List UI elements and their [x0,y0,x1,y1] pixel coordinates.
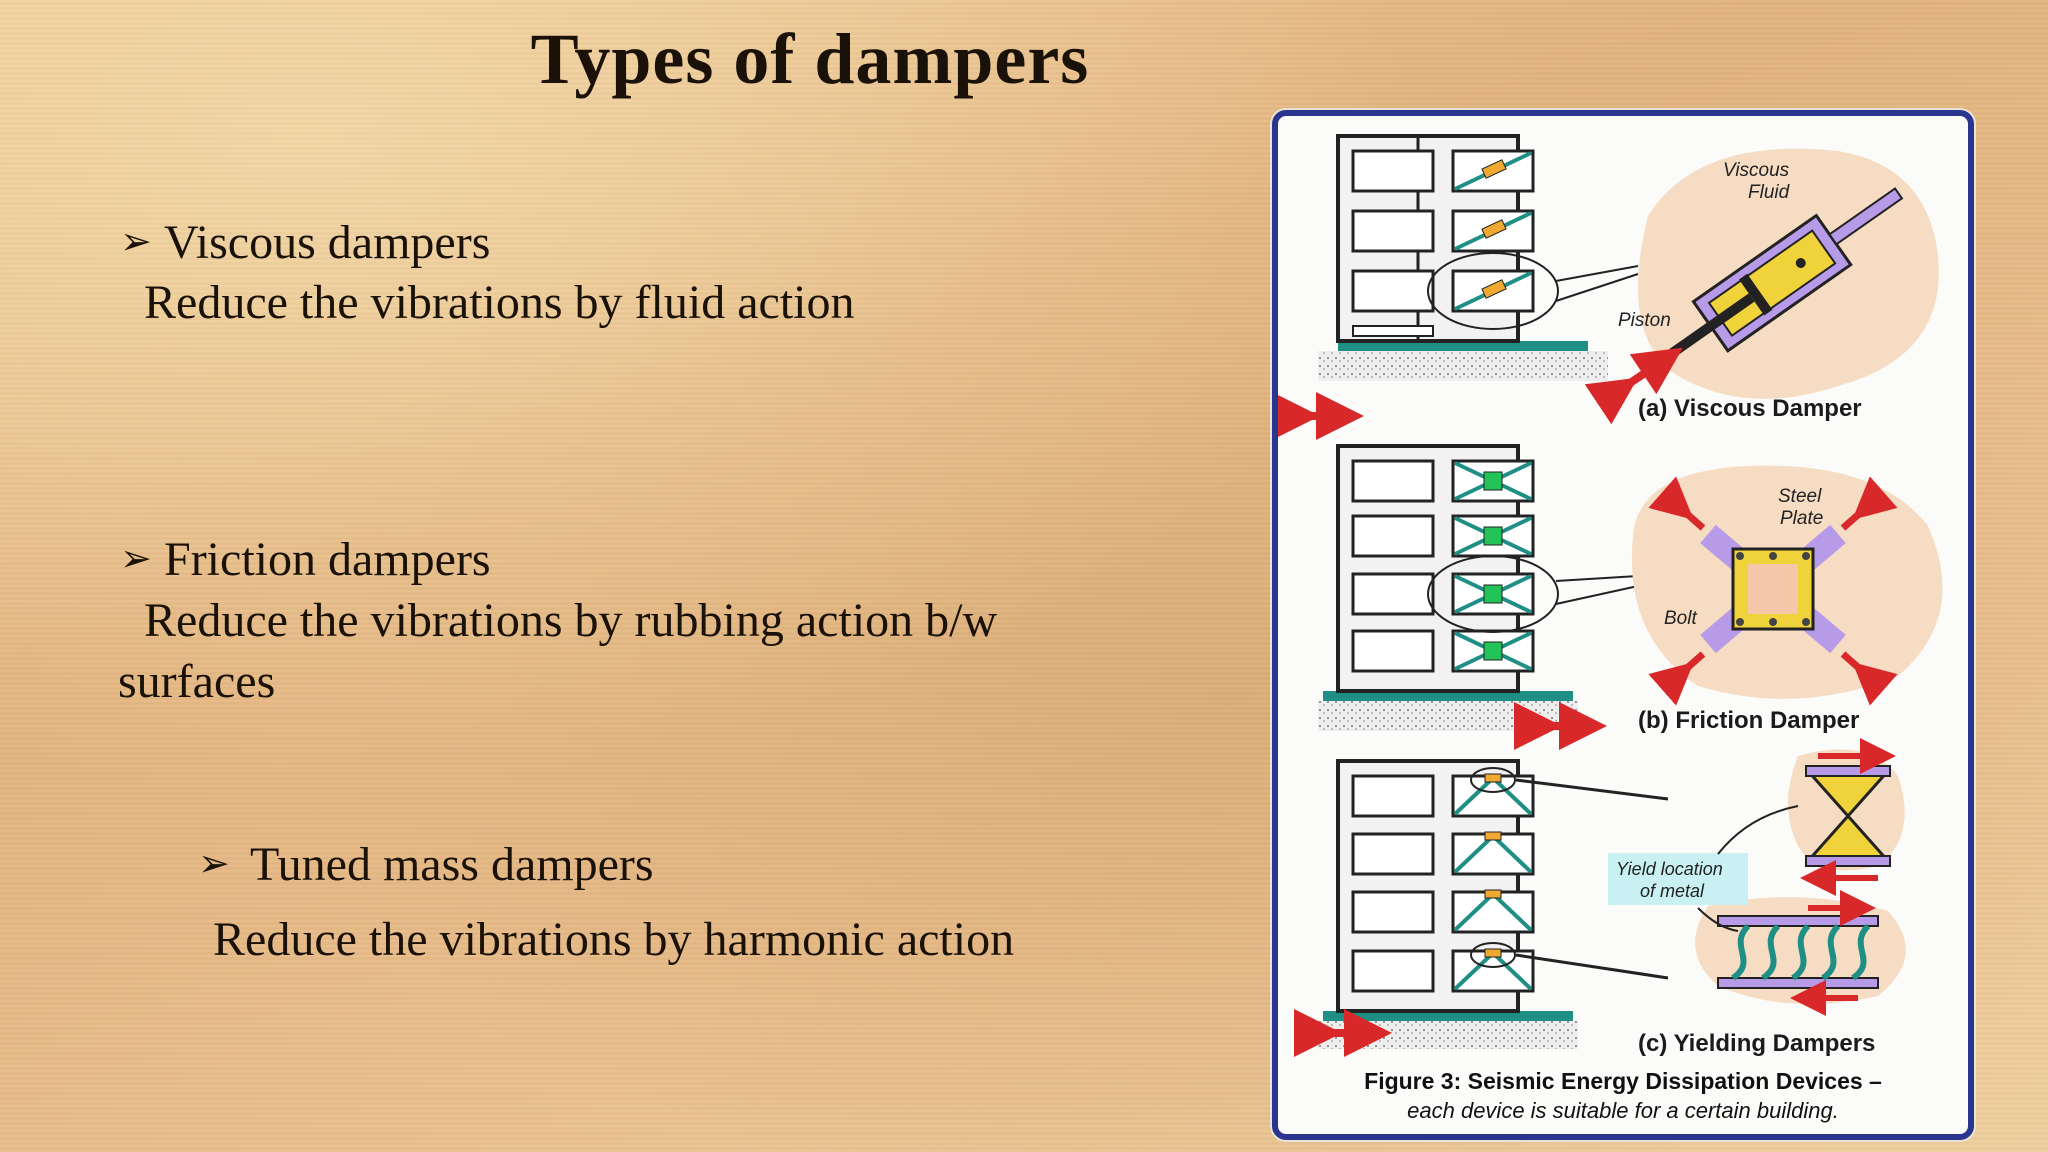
steel-plate-label-2: Plate [1780,508,1823,529]
bullet-viscous-dampers: ➢ Viscous dampers [120,211,490,273]
bullet-description-continued: surfaces [118,655,276,708]
yielding-damper-detail: Yield location of metal (c) Yielding Dam… [1608,738,1906,1057]
bullet-arrow-icon: ➢ [120,219,152,263]
bullet-heading: Tuned mass dampers [250,838,654,891]
bullet-description: Reduce the vibrations by fluid action [144,276,855,329]
seismic-damper-figure: Viscous Fluid Piston (a) Viscous Damper [1272,110,1974,1140]
friction-damper-label: (b) Friction Damper [1638,707,1859,734]
bullet-friction-dampers: ➢ Friction dampers [120,528,491,590]
viscous-damper-detail: Viscous Fluid Piston (a) Viscous Damper [1584,148,1939,425]
bullet-description: Reduce the vibrations by harmonic action [213,913,1015,966]
bullet-arrow-icon: ➢ [120,536,152,580]
bullet-arrow-icon: ➢ [198,841,230,885]
force-arrow-icon [1840,476,1898,531]
force-arrow-icon [1648,476,1706,531]
bolt-label: Bolt [1664,608,1697,629]
force-arrow-icon [1840,651,1898,706]
viscous-fluid-label: Viscous [1723,160,1790,181]
steel-plate-label: Steel [1778,486,1822,507]
piston-label: Piston [1618,310,1671,331]
viscous-building [1278,134,1639,440]
bullet-heading: Viscous dampers [164,216,491,269]
yield-location-label: Yield location [1616,859,1723,879]
figure-caption-title: Figure 3: Seismic Energy Dissipation Dev… [1364,1068,1882,1094]
figure-caption-subtitle: each device is suitable for a certain bu… [1407,1098,1839,1123]
viscous-fluid-label-2: Fluid [1748,182,1791,203]
viscous-damper-label: (a) Viscous Damper [1638,395,1862,422]
bullet-tuned-mass-dampers: ➢ Tuned mass dampers [198,833,654,895]
friction-damper-detail: Steel Plate Bolt (b) Friction Damper [1631,465,1943,734]
slide-title: Types of dampers [530,19,1090,99]
force-arrow-icon [1584,347,1683,425]
bullet-heading: Friction dampers [164,533,491,586]
yielding-damper-label: (c) Yielding Dampers [1638,1030,1875,1057]
friction-building [1318,444,1639,750]
bullet-description: Reduce the vibrations by rubbing action … [144,594,998,647]
yielding-building [1294,759,1669,1057]
force-arrow-icon [1648,651,1706,706]
damper-illustration: Viscous Fluid Piston (a) Viscous Damper [1278,134,1943,1057]
yield-location-label-2: of metal [1640,881,1705,901]
